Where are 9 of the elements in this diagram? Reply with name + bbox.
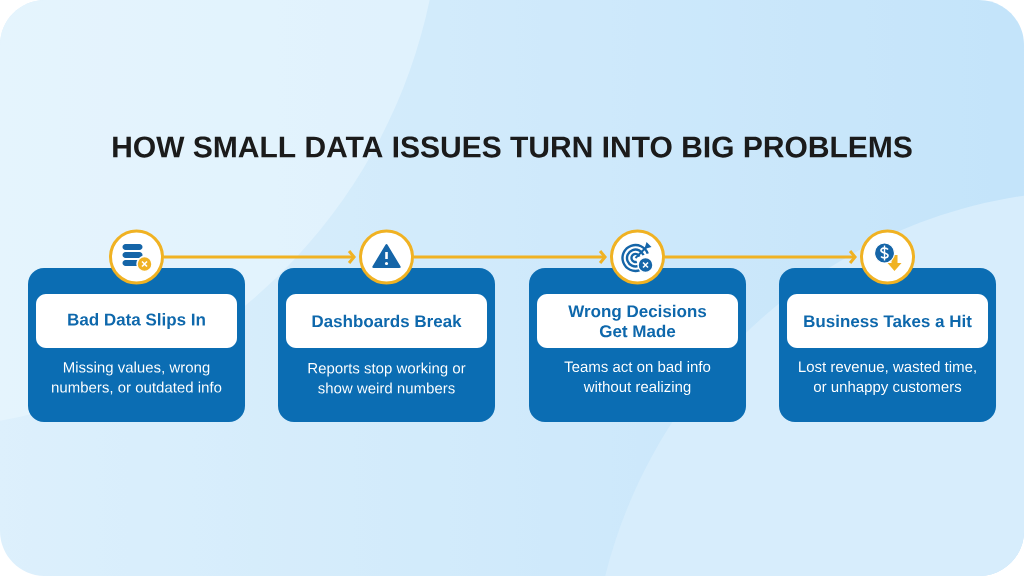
heading-box: Wrong Decisions Get Made [537, 294, 738, 348]
arrow [665, 250, 857, 264]
heading-box: Business Takes a Hit [787, 294, 988, 348]
arrow [414, 250, 607, 264]
heading-box: Dashboards Break [286, 294, 487, 348]
icon-ring [610, 229, 665, 285]
heading-box: Bad Data Slips In [36, 294, 237, 348]
arrow [164, 250, 356, 264]
title: HOW SMALL DATA ISSUES TURN INTO BIG PROBLEMS [113, 136, 912, 158]
